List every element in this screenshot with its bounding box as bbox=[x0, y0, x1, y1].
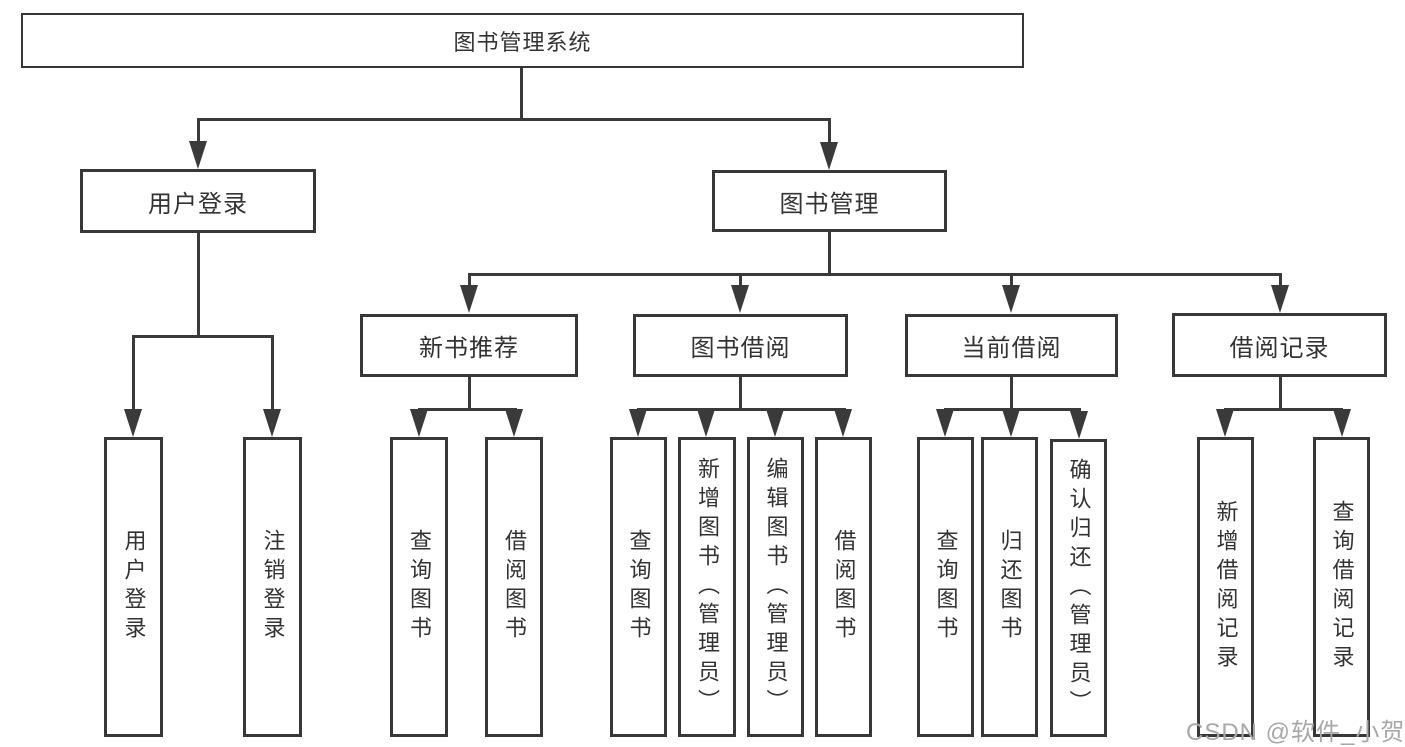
connector-line bbox=[1224, 408, 1343, 411]
node-new-book-recommend: 新书推荐 bbox=[360, 314, 578, 377]
arrowhead-down-icon bbox=[936, 409, 954, 437]
node-query-books-current: 查询图书 bbox=[917, 437, 974, 737]
node-label: 新增图书（管理员） bbox=[695, 456, 720, 718]
node-label: 用户登录 bbox=[148, 190, 248, 218]
arrowhead-down-icon bbox=[505, 409, 523, 437]
node-label: 新书推荐 bbox=[419, 335, 519, 362]
node-book-borrowing: 图书借阅 bbox=[633, 314, 848, 377]
arrowhead-down-icon bbox=[1002, 285, 1020, 313]
connector-line bbox=[468, 377, 471, 410]
node-label: 注销登录 bbox=[260, 529, 286, 645]
connector-line bbox=[1010, 273, 1013, 291]
node-label: 图书管理 bbox=[779, 190, 880, 218]
arrowhead-down-icon bbox=[834, 409, 852, 437]
connector-line bbox=[637, 408, 846, 411]
csdn-watermark: CSDN @软件_小贺同学 bbox=[1186, 719, 1405, 746]
arrowhead-down-icon bbox=[731, 285, 749, 313]
node-label: 编辑图书（管理员） bbox=[763, 456, 789, 718]
arrowhead-down-icon bbox=[629, 409, 647, 437]
node-label: 借阅图书 bbox=[502, 529, 527, 645]
node-book-management: 图书管理 bbox=[712, 170, 947, 232]
connector-line bbox=[418, 408, 517, 411]
node-borrow-books-borrowing: 借阅图书 bbox=[815, 437, 872, 737]
node-return-books: 归还图书 bbox=[981, 437, 1038, 737]
node-label: 查询图书 bbox=[933, 529, 959, 645]
connector-line bbox=[271, 335, 274, 413]
node-label: 图书借阅 bbox=[690, 335, 791, 362]
node-label: 借阅图书 bbox=[831, 529, 857, 645]
node-add-book-admin: 新增图书（管理员） bbox=[678, 437, 736, 737]
connector-line bbox=[1010, 377, 1013, 410]
connector-line bbox=[468, 273, 471, 291]
node-current-borrowing: 当前借阅 bbox=[905, 314, 1118, 377]
connector-line bbox=[197, 233, 200, 337]
node-borrowing-records: 借阅记录 bbox=[1172, 313, 1387, 377]
node-user-login-leaf: 用户登录 bbox=[104, 437, 163, 737]
node-label: 当前借阅 bbox=[961, 335, 1062, 362]
arrowhead-down-icon bbox=[460, 285, 478, 313]
arrowhead-down-icon bbox=[124, 409, 142, 437]
arrowhead-down-icon bbox=[1333, 409, 1351, 437]
connector-line bbox=[828, 118, 831, 148]
node-label: 用户登录 bbox=[121, 529, 147, 645]
node-borrow-books-newbooks: 借阅图书 bbox=[485, 437, 543, 737]
connector-line bbox=[520, 68, 523, 120]
node-edit-book-admin: 编辑图书（管理员） bbox=[747, 437, 804, 737]
connector-line bbox=[197, 118, 200, 148]
node-label: 新增借阅记录 bbox=[1213, 500, 1239, 674]
arrowhead-down-icon bbox=[820, 142, 838, 170]
node-logout: 注销登录 bbox=[243, 437, 302, 737]
connector-line bbox=[197, 118, 831, 121]
connector-line bbox=[468, 273, 1281, 276]
connector-line bbox=[1279, 273, 1282, 291]
node-add-borrow-record: 新增借阅记录 bbox=[1197, 437, 1254, 737]
arrowhead-down-icon bbox=[189, 141, 207, 169]
node-label: 查询借阅记录 bbox=[1329, 500, 1355, 674]
node-label: 查询图书 bbox=[407, 529, 432, 645]
arrowhead-down-icon bbox=[1216, 409, 1234, 437]
node-confirm-return-admin: 确认归还（管理员） bbox=[1050, 439, 1107, 737]
node-library-management-system: 图书管理系统 bbox=[21, 13, 1024, 68]
arrowhead-down-icon bbox=[263, 409, 281, 437]
node-label: 确认归还（管理员） bbox=[1066, 457, 1092, 719]
node-query-books-newbooks: 查询图书 bbox=[390, 437, 448, 737]
arrowhead-down-icon bbox=[1271, 285, 1289, 313]
connector-line bbox=[739, 273, 742, 291]
connector-line bbox=[132, 335, 274, 338]
arrowhead-down-icon bbox=[697, 409, 715, 437]
arrowhead-down-icon bbox=[1002, 409, 1020, 437]
arrowhead-down-icon bbox=[766, 409, 784, 437]
arrowhead-down-icon bbox=[1070, 411, 1088, 439]
connector-line bbox=[739, 377, 742, 410]
arrowhead-down-icon bbox=[410, 409, 428, 437]
node-label: 借阅记录 bbox=[1229, 334, 1330, 362]
node-user-login: 用户登录 bbox=[80, 169, 316, 233]
node-label: 归还图书 bbox=[997, 529, 1023, 645]
node-label: 图书管理系统 bbox=[453, 29, 592, 55]
connector-line bbox=[1279, 377, 1282, 410]
connector-line bbox=[828, 232, 831, 275]
node-query-borrow-record: 查询借阅记录 bbox=[1313, 437, 1370, 737]
node-label: 查询图书 bbox=[626, 529, 652, 645]
connector-line bbox=[132, 335, 135, 413]
node-query-books-borrowing: 查询图书 bbox=[610, 437, 667, 737]
